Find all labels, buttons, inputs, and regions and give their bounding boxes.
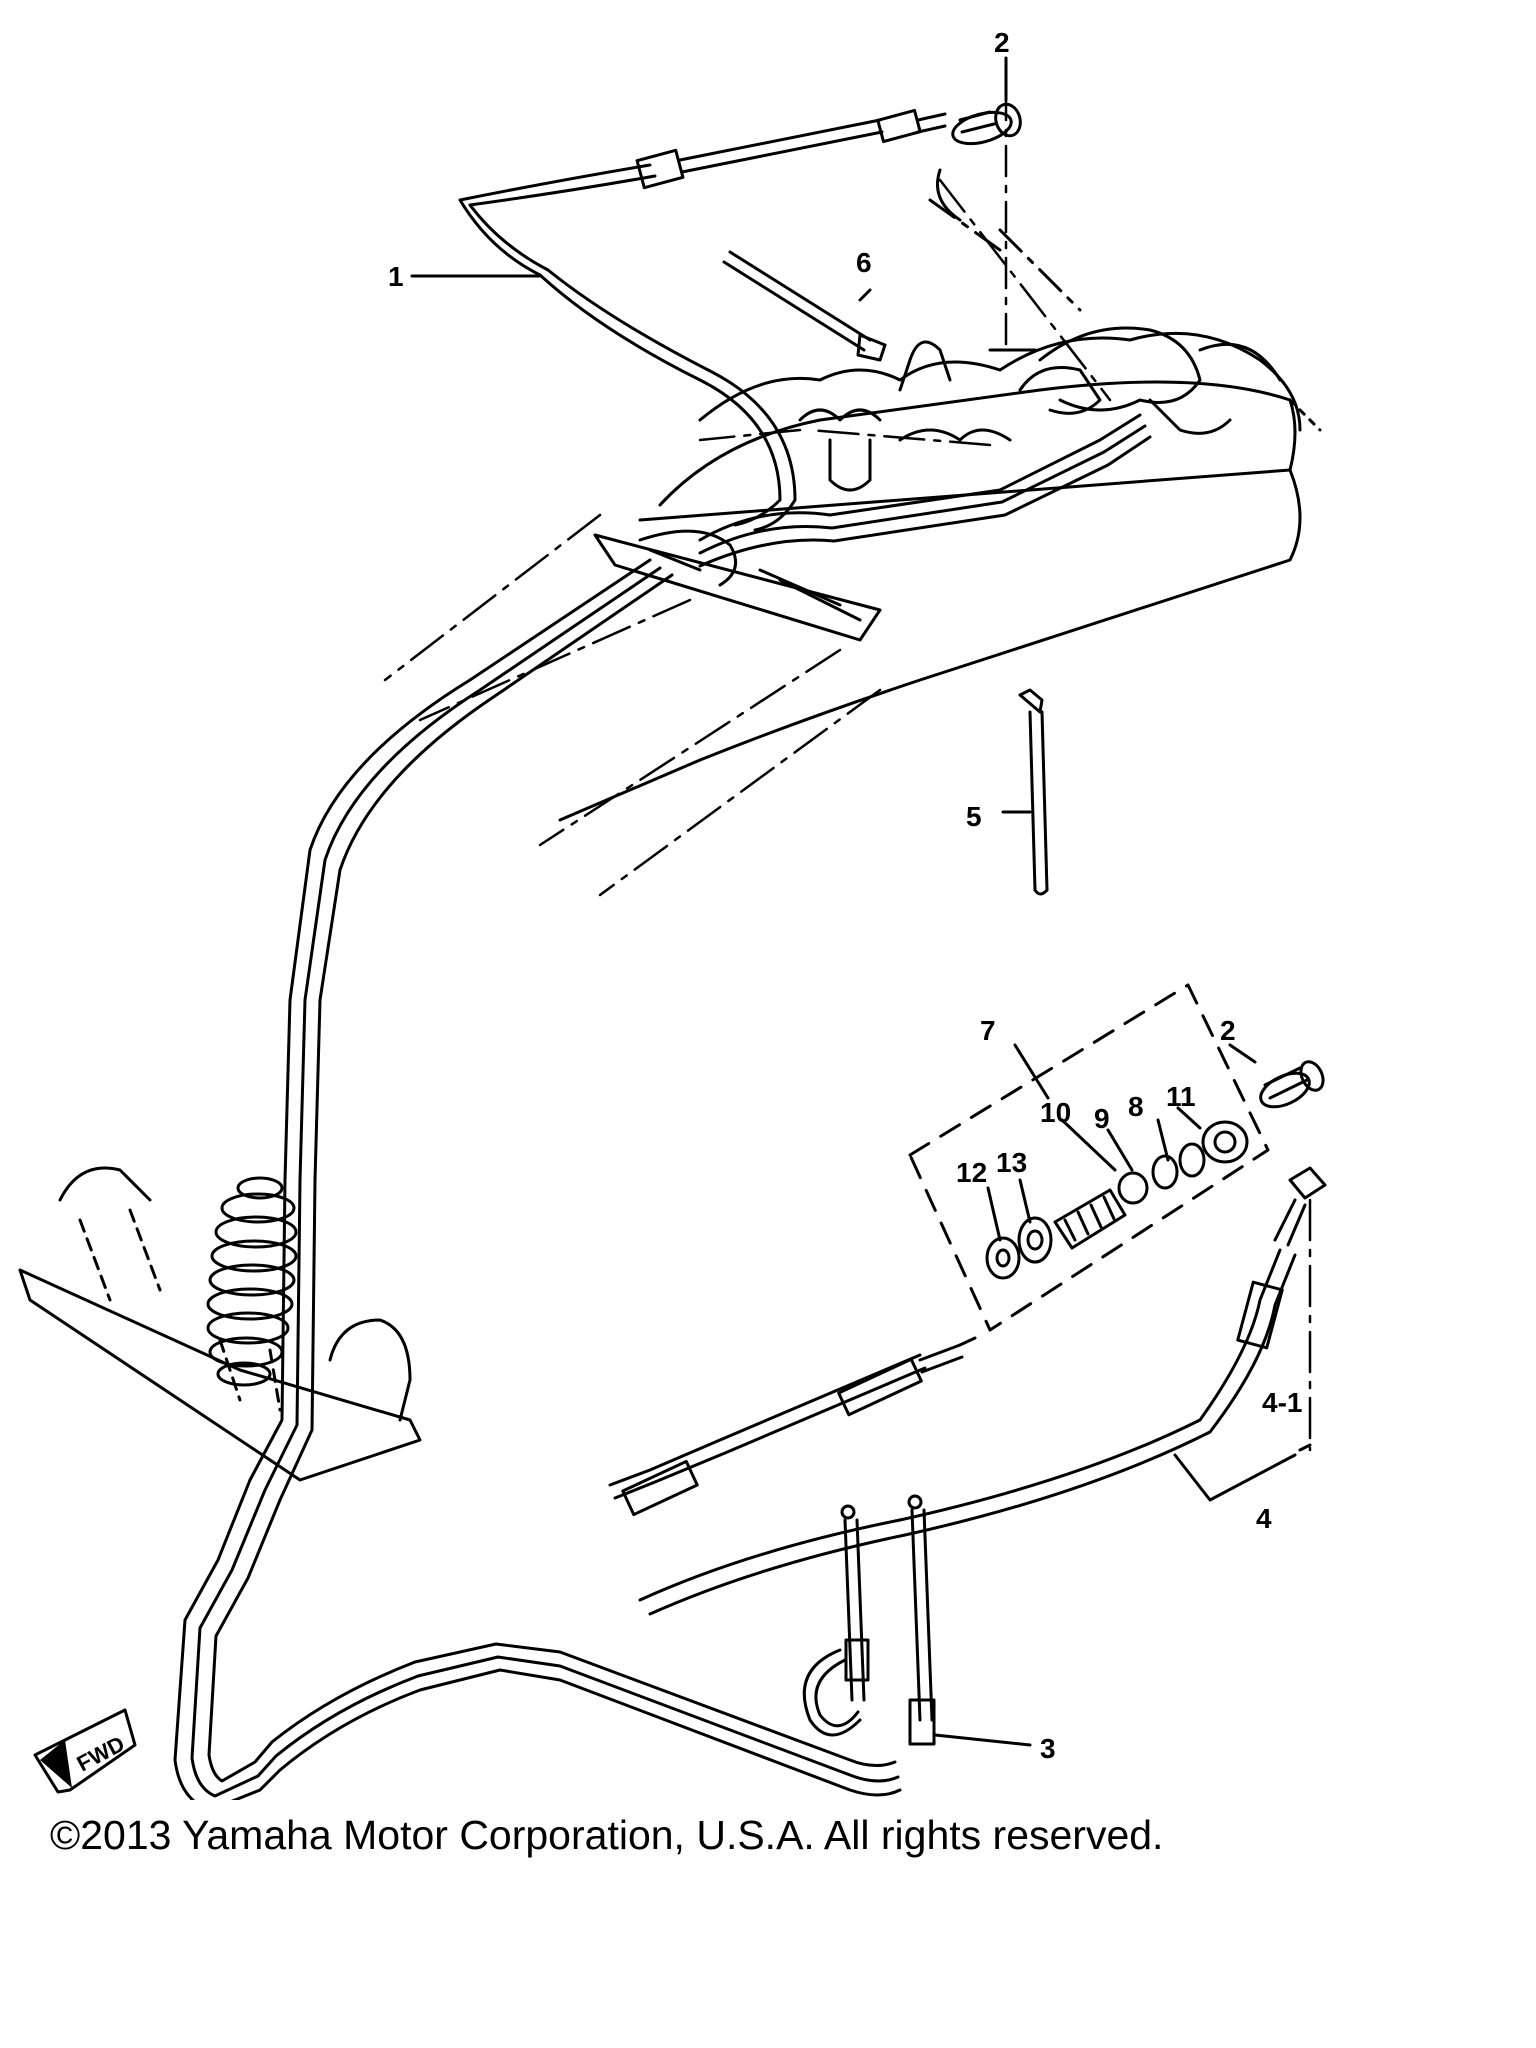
callout-10: 10 (1040, 1097, 1071, 1128)
callouts: 1 2 6 5 7 2 11 8 9 10 12 13 4-1 4 3 (388, 27, 1302, 1764)
part-3-rods (802, 1494, 936, 1746)
callout-6: 6 (856, 247, 872, 278)
callout-2-right: 2 (1220, 1015, 1236, 1046)
callout-7: 7 (980, 1015, 996, 1046)
cable-1-end-fitting (635, 108, 947, 190)
part-10-adjuster (1053, 1188, 1127, 1250)
handlebar-assembly (18, 1166, 422, 1482)
bracket (593, 529, 882, 642)
engine-assembly (558, 168, 1322, 822)
part-12-washer (985, 1236, 1021, 1280)
cable-fittings-mid (621, 1336, 977, 1517)
callout-5: 5 (966, 801, 982, 832)
part-6-bolt (722, 250, 887, 362)
callout-3: 3 (1040, 1733, 1056, 1764)
part-8-washer (1151, 1154, 1179, 1190)
part-11-cap (1201, 1120, 1249, 1164)
callout-13: 13 (996, 1147, 1027, 1178)
callout-8: 8 (1128, 1091, 1144, 1122)
callout-4-1: 4-1 (1262, 1387, 1302, 1418)
callout-12: 12 (956, 1157, 987, 1188)
leader-lines (410, 56, 1312, 1747)
callout-4: 4 (1256, 1503, 1272, 1534)
part-9-nut (1117, 1171, 1149, 1205)
spring-boot (206, 1176, 298, 1387)
callout-2-top: 2 (994, 27, 1010, 58)
part-4-end-fitting (1236, 1166, 1327, 1350)
part-2-nut-top (951, 102, 1022, 146)
part-2-nut-right (1259, 1060, 1325, 1109)
callout-9: 9 (1094, 1103, 1110, 1134)
cable-bundle (173, 163, 1297, 1800)
fwd-direction-arrow: FWD (33, 1708, 137, 1794)
part-5-rod (1018, 688, 1049, 896)
kit-7-parts (985, 1120, 1249, 1280)
copyright-notice: ©2013 Yamaha Motor Corporation, U.S.A. A… (50, 1812, 1164, 1858)
part-13-washer (1017, 1216, 1053, 1264)
parts-diagram: FWD 1 2 6 5 7 2 11 8 9 10 12 13 4-1 4 3 (18, 27, 1327, 1800)
callout-1: 1 (388, 261, 404, 292)
reference-lines (383, 88, 1312, 1452)
kit-7-box (908, 983, 1270, 1332)
callout-11: 11 (1166, 1081, 1196, 1112)
